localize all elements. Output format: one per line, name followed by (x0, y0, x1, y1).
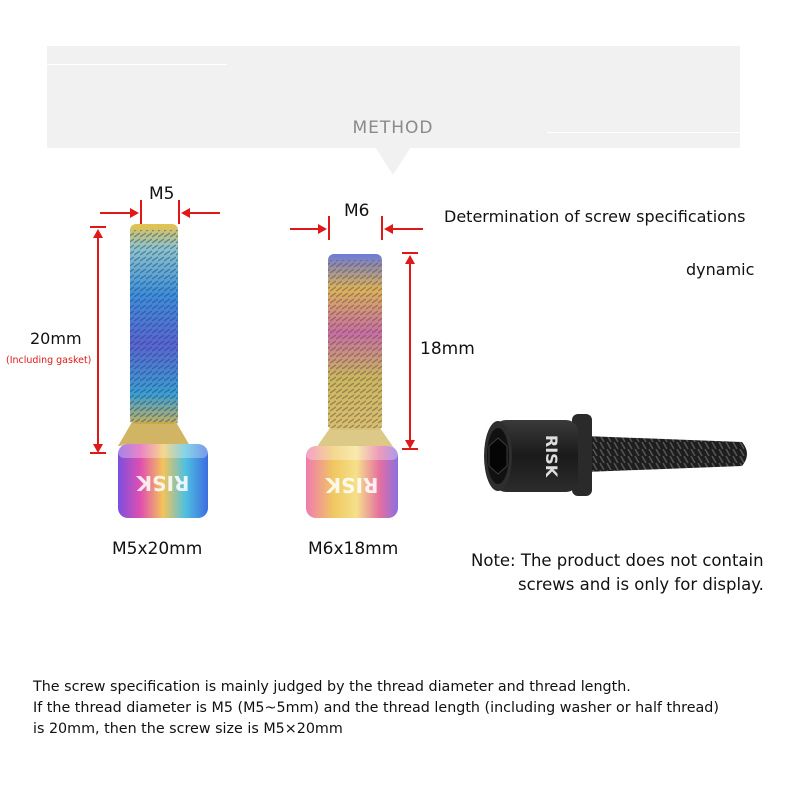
m6-head (306, 446, 398, 518)
m6-length-tick-bottom (402, 448, 418, 450)
description-line-2: If the thread diameter is M5 (M5~5mm) an… (33, 700, 719, 716)
m5-length-tick-bottom (90, 452, 106, 454)
m5-length-note: (Including gasket) (6, 355, 92, 366)
m5-width-tick-right (178, 200, 180, 224)
m6-length-arrow-top (405, 255, 415, 264)
m5-size-label: M5x20mm (112, 539, 203, 559)
spec-subheading: dynamic (686, 260, 755, 279)
description-line-1: The screw specification is mainly judged… (33, 679, 631, 695)
m5-width-arrow-left (130, 208, 139, 218)
black-screw-head (494, 420, 578, 492)
black-screw: RISK (484, 414, 747, 496)
m6-size-label: M6x18mm (308, 539, 399, 559)
m5-width-tick-left (140, 200, 142, 224)
m6-width-arrow-left (318, 224, 327, 234)
description: The screw specification is mainly judged… (33, 677, 783, 740)
m6-width-tick-right (381, 216, 383, 240)
m5-threads (130, 230, 178, 424)
m5-length-arrow-bottom (93, 444, 103, 453)
m5-head (118, 444, 208, 518)
m5-width-arrow-right (181, 208, 190, 218)
m6-length-line (409, 262, 411, 442)
m6-width-arrow-right (384, 224, 393, 234)
m5-length-tick-top (90, 226, 106, 228)
spec-heading: Determination of screw specifications (444, 207, 746, 226)
banner-decor-line (47, 64, 227, 65)
m5-rainbow-screw: RISK (118, 224, 208, 518)
hex-socket (488, 437, 508, 475)
method-banner (47, 46, 740, 148)
black-screw-shank (585, 436, 747, 472)
m6-diameter-label: M6 (344, 201, 370, 221)
m5-head-logo: RISK (135, 471, 189, 495)
m6-length-arrow-bottom (405, 440, 415, 449)
banner-decor-line (547, 132, 740, 133)
m6-head-logo: RISK (324, 473, 378, 497)
m6-length-label: 18mm (420, 339, 475, 359)
m6-width-tick-left (328, 216, 330, 240)
description-line-3: is 20mm, then the screw size is M5×20mm (33, 721, 343, 737)
m6-length-tick-top (402, 252, 418, 254)
method-title: METHOD (352, 118, 434, 138)
m6-width-line-right (393, 228, 423, 230)
m6-width-line-left (290, 228, 318, 230)
m5-length-arrow-top (93, 229, 103, 238)
note-line-2: screws and is only for display. (518, 575, 764, 594)
m5-width-line-left (100, 212, 130, 214)
black-screw-logo: RISK (542, 435, 561, 478)
m5-length-line (97, 236, 99, 446)
m5-diameter-label: M5 (149, 184, 175, 204)
m6-rainbow-screw: RISK (306, 254, 398, 518)
m6-washer (316, 428, 394, 448)
banner-pointer (375, 147, 411, 175)
note-line-1: Note: The product does not contain (471, 551, 764, 570)
m6-threads (328, 260, 382, 430)
m5-length-label: 20mm (30, 329, 82, 348)
m5-washer (118, 422, 190, 446)
m5-width-line-right (190, 212, 220, 214)
